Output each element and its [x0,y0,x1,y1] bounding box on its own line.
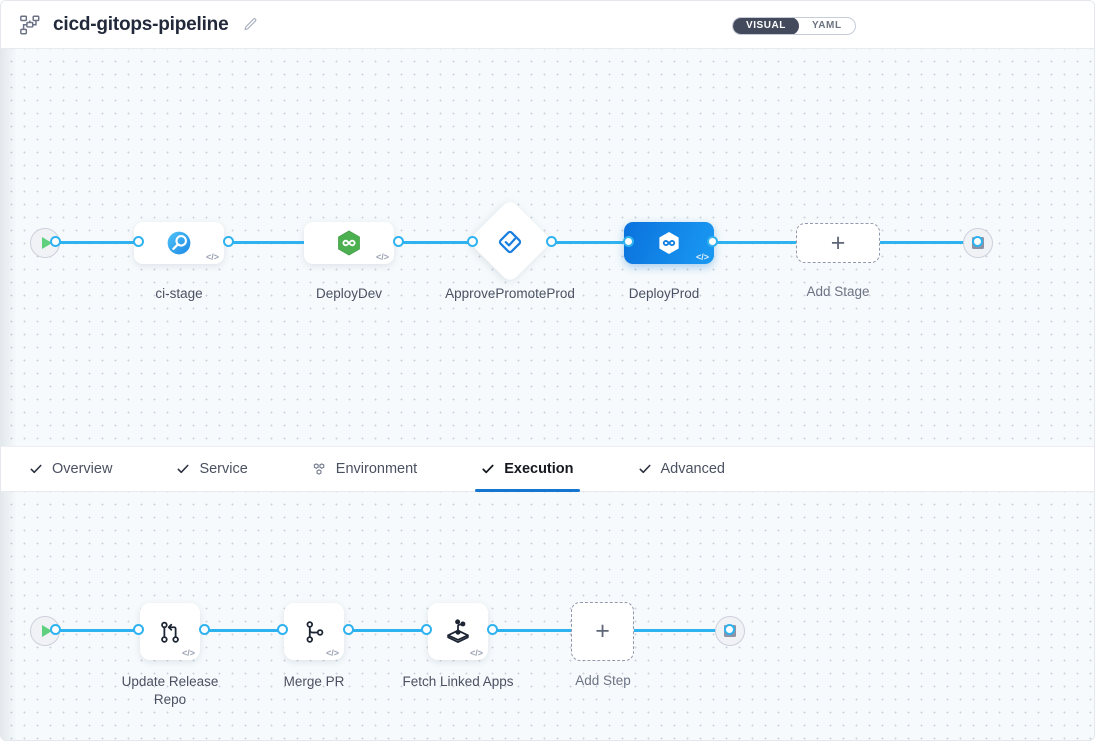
port[interactable] [972,236,983,247]
code-badge: </> [325,648,339,658]
argo-hexagon-white-icon [624,222,714,264]
check-icon [176,462,190,476]
step-label-fetch-linked-apps: Fetch Linked Apps [402,674,514,689]
edge-start-to-ci [55,241,145,244]
header-bar: cicd-gitops-pipeline VISUAL YAML [1,1,1094,49]
stage-label-deploydev: DeployDev [315,286,383,301]
toggle-option-yaml[interactable]: YAML [811,20,842,31]
step-node-fetch-linked-apps[interactable]: </> [428,603,488,660]
port[interactable] [133,236,144,247]
pencil-edit-icon[interactable] [242,17,258,33]
port[interactable] [421,624,432,635]
stage-node-deploydev[interactable]: </> [304,222,394,264]
page-title: cicd-gitops-pipeline [53,13,229,35]
add-step-button[interactable]: + [571,602,634,661]
code-badge: </> [205,252,219,262]
port[interactable] [277,624,288,635]
step-label-update-release-repo: Update Release Repo [121,674,219,707]
edge-approve-to-prod [546,241,629,244]
step-label-merge-pr: Merge PR [283,674,345,689]
tab-label: Overview [52,461,113,477]
tab-advanced[interactable]: Advanced [632,447,732,491]
port[interactable] [724,624,735,635]
step-node-merge-pr[interactable]: </> [284,603,344,660]
stage-config-tabs[interactable]: Overview Service Environment Execution [1,446,1094,492]
approval-diamond-check-icon [493,225,527,259]
add-stage-button[interactable]: + [796,223,880,263]
port[interactable] [133,624,144,635]
port[interactable] [50,236,61,247]
ci-magnifier-icon [134,222,224,264]
plus-icon: + [595,617,610,645]
edge-merge-to-fetch [343,629,435,632]
port[interactable] [623,236,634,247]
stage-label-approvepromoteprod: ApprovePromoteProd [445,286,575,301]
check-icon [638,462,652,476]
stage-label-deployprod: DeployProd [628,286,700,301]
tab-overview[interactable]: Overview [23,447,118,491]
tab-label: Service [199,461,248,477]
port[interactable] [343,624,354,635]
add-step-label: Add Step [575,673,631,688]
argo-hexagon-green-icon [304,222,394,264]
code-badge: </> [695,252,709,262]
add-stage-label: Add Stage [806,284,870,299]
edge-dev-to-approve [399,241,477,244]
port[interactable] [546,236,557,247]
stage-label-ci-stage: ci-stage [155,286,203,301]
edge-start-to-update [55,629,145,632]
stage-canvas[interactable]: </> ci-stage </> DeployDev [1,49,1094,446]
port[interactable] [50,624,61,635]
tab-execution[interactable]: Execution [475,447,580,492]
port[interactable] [393,236,404,247]
code-badge: </> [181,648,195,658]
edge-fetch-to-add [487,629,573,632]
environment-hex-icon [312,462,327,477]
edge-update-to-merge [199,629,291,632]
code-badge: </> [375,252,389,262]
play-icon [41,625,52,637]
tab-environment[interactable]: Environment [306,447,423,491]
step-canvas[interactable]: </> Update Release Repo </> Merge PR [1,492,1094,740]
check-icon [29,462,43,476]
check-icon [481,462,495,476]
port[interactable] [199,624,210,635]
stage-node-deployprod[interactable]: </> [624,222,714,264]
play-icon [41,237,52,249]
edge-add-to-end [879,241,971,244]
stage-node-ci-stage[interactable]: </> [134,222,224,264]
step-node-update-release-repo[interactable]: </> [140,603,200,660]
pipeline-hierarchy-icon [19,14,41,36]
tab-label: Environment [335,461,418,477]
port[interactable] [223,236,234,247]
linked-apps-cube-icon [428,603,488,660]
view-mode-toggle[interactable]: VISUAL YAML [732,17,856,35]
tab-label: Advanced [660,461,726,477]
port[interactable] [467,236,478,247]
edge-prod-to-add [712,241,804,244]
port[interactable] [487,624,498,635]
tab-service[interactable]: Service [170,447,253,491]
plus-icon: + [830,228,846,257]
git-branch-merge-icon [140,603,200,660]
port[interactable] [707,236,718,247]
toggle-option-visual[interactable]: VISUAL [733,18,799,34]
tab-label: Execution [504,461,574,477]
code-badge: </> [469,648,483,658]
edge-ci-to-dev [229,241,319,244]
edge-add-to-end [632,629,724,632]
git-pull-request-icon [284,603,344,660]
